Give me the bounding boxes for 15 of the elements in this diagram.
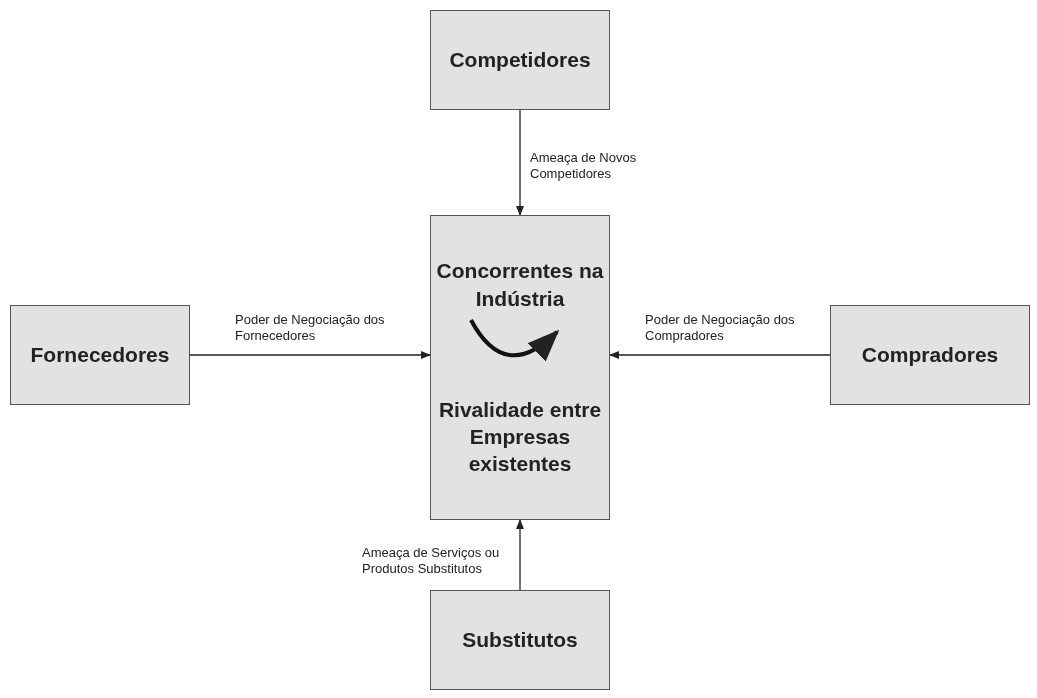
process-box — [10, 305, 190, 405]
process-box — [430, 590, 610, 690]
arrow — [189, 350, 432, 360]
node-text: Concorrentes na Indústria — [435, 258, 605, 312]
process-box — [430, 10, 610, 110]
node-text: Fornecedores — [30, 342, 170, 369]
process-box — [830, 305, 1030, 405]
arrow — [608, 350, 831, 360]
node-text: Compradores — [861, 342, 999, 369]
process-box — [430, 215, 610, 520]
node-text: Rivalidade entre Empresas existentes — [437, 396, 603, 478]
arrow — [515, 518, 525, 591]
node-text: Competidores — [449, 47, 591, 74]
node-text: Substitutos — [462, 627, 578, 654]
arrow — [515, 109, 525, 217]
